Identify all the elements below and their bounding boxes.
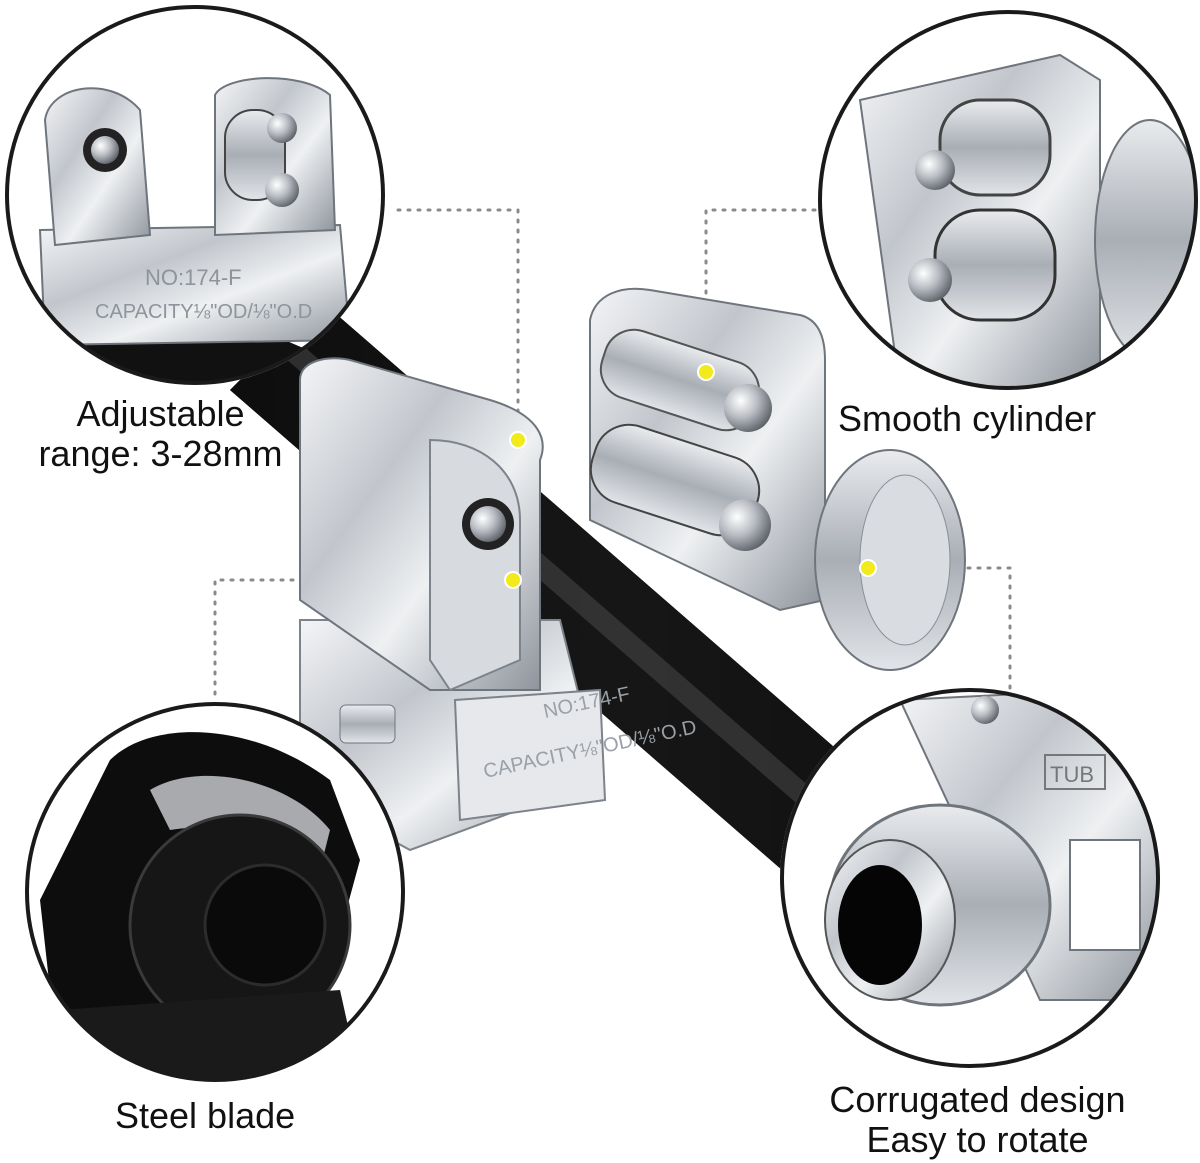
callout-steel-blade: Steel blade — [115, 1095, 296, 1136]
callout-corrugated-design: Corrugated design Easy to rotate — [800, 1080, 1155, 1160]
zoom-circle-smooth — [818, 10, 1198, 390]
marker-smooth — [697, 363, 715, 381]
markers — [504, 363, 877, 589]
zoom-engraving-capacity: CAPACITY⅛"OD/⅛"O.D — [95, 301, 312, 323]
side-screw — [339, 704, 396, 744]
zoom-circle-corrugated: TUB — [780, 688, 1160, 1068]
callout-adjustable-line2: range: 3-28mm — [38, 433, 283, 474]
zoom-circle-blade — [25, 702, 405, 1082]
tool-body-left: NO:174-F CAPACITY⅛"OD/⅛"O.D — [299, 357, 699, 852]
callout-corrugated-line1: Corrugated design — [829, 1079, 1126, 1120]
marker-blade — [504, 571, 522, 589]
callout-adjustable-line1: Adjustable — [76, 393, 245, 434]
leader-smooth — [704, 208, 827, 374]
leader-corrugated — [866, 566, 1012, 702]
leader-adjustable — [396, 208, 520, 442]
knurled-knob — [814, 449, 966, 671]
marker-adjustable — [509, 431, 527, 449]
marker-corrugated — [859, 559, 877, 577]
callout-smooth-cylinder: Smooth cylinder — [838, 398, 1097, 439]
zoom-engraving-model: NO:174-F — [145, 265, 242, 290]
callout-adjustable-range: Adjustable range: 3-28mm — [18, 394, 303, 474]
callout-corrugated-line2: Easy to rotate — [866, 1119, 1089, 1160]
tool-body-right — [589, 287, 966, 671]
zoom-engraving-tube: TUB — [1050, 762, 1094, 787]
zoom-circle-adjustable: NO:174-F CAPACITY⅛"OD/⅛"O.D — [5, 5, 385, 385]
